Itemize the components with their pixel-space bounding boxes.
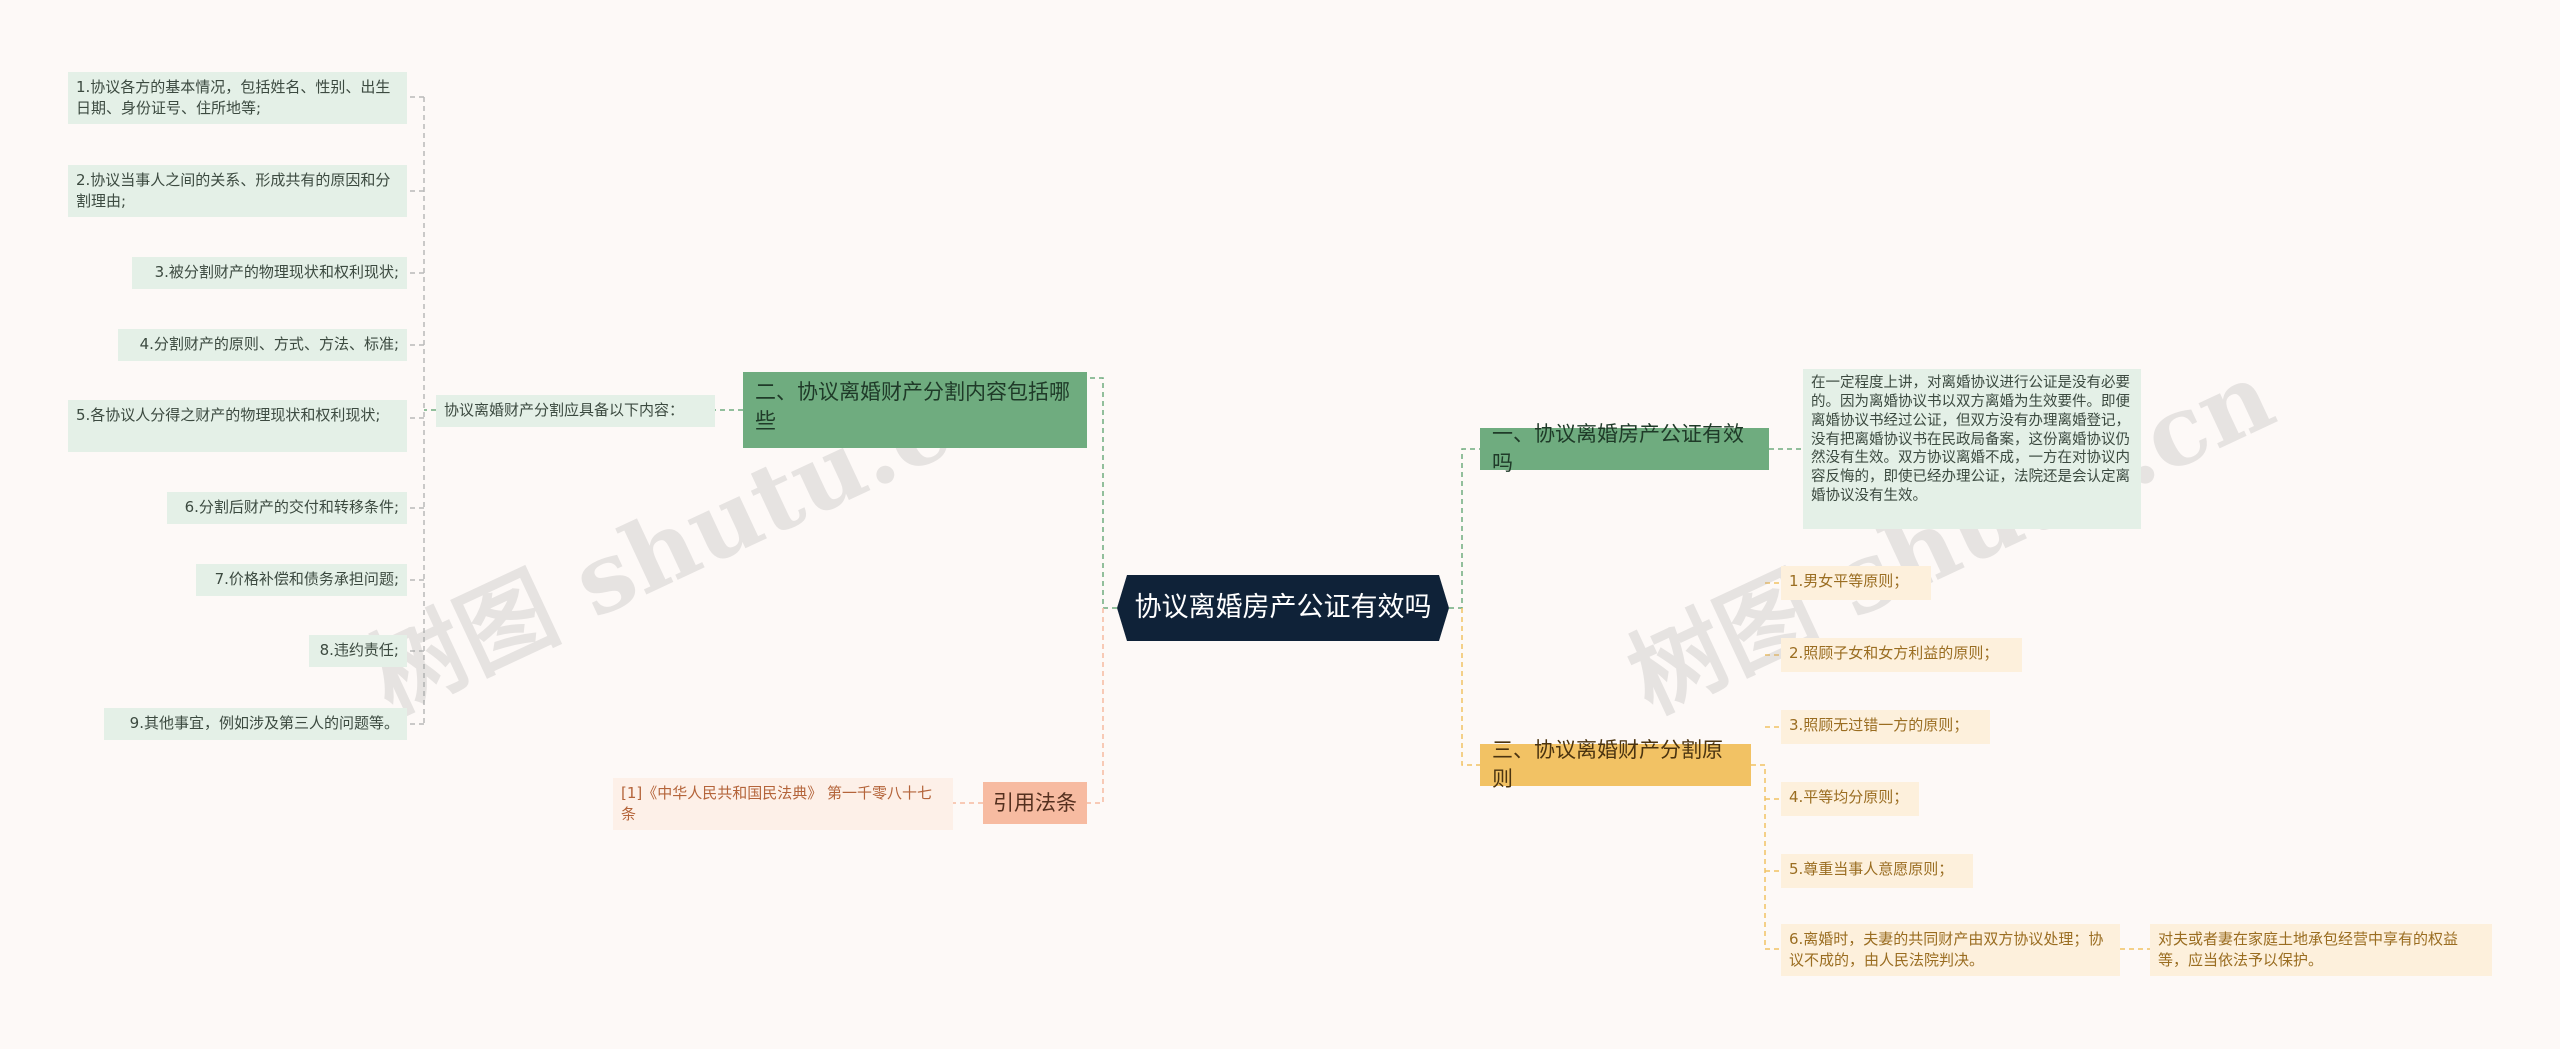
principle-item-6[interactable]: 6.离婚时，夫妻的共同财产由双方协议处理；协议不成的，由人民法院判决。 — [1781, 924, 2120, 976]
content-item-1[interactable]: 1.协议各方的基本情况，包括姓名、性别、出生日期、身份证号、住所地等; — [68, 72, 407, 124]
content-item-2[interactable]: 2.协议当事人之间的关系、形成共有的原因和分割理由; — [68, 165, 407, 217]
branch-law-title[interactable]: 引用法条 — [983, 782, 1087, 824]
principle-item-2[interactable]: 2.照顾子女和女方利益的原则； — [1781, 638, 2022, 672]
branch-one-title[interactable]: 一、协议离婚房产公证有效吗 — [1480, 422, 1769, 475]
content-item-7[interactable]: 7.价格补偿和债务承担问题; — [196, 564, 407, 596]
content-item-3[interactable]: 3.被分割财产的物理现状和权利现状; — [132, 257, 407, 289]
principle-item-1[interactable]: 1.男女平等原则； — [1781, 566, 1931, 600]
principle-item-3[interactable]: 3.照顾无过错一方的原则； — [1781, 710, 1990, 744]
content-item-9[interactable]: 9.其他事宜，例如涉及第三人的问题等。 — [104, 708, 407, 740]
branch-two-connector[interactable]: 协议离婚财产分割应具备以下内容： — [436, 395, 715, 427]
branch-one-detail[interactable]: 在一定程度上讲，对离婚协议进行公证是没有必要的。因为离婚协议书以双方离婚为生效要… — [1803, 369, 2141, 529]
content-item-6[interactable]: 6.分割后财产的交付和转移条件; — [167, 492, 407, 524]
branch-two-title[interactable]: 二、协议离婚财产分割内容包括哪些 — [743, 372, 1087, 448]
content-item-4[interactable]: 4.分割财产的原则、方式、方法、标准; — [118, 329, 407, 361]
content-item-5[interactable]: 5.各协议人分得之财产的物理现状和权利现状; — [68, 400, 407, 452]
root-topic[interactable]: 协议离婚房产公证有效吗 — [1117, 575, 1449, 641]
branch-three-title[interactable]: 三、协议离婚财产分割原则 — [1480, 738, 1751, 791]
law-citation[interactable]: [1]《中华人民共和国民法典》 第一千零八十七条 — [613, 778, 953, 830]
principle-item-6-detail[interactable]: 对夫或者妻在家庭土地承包经营中享有的权益等，应当依法予以保护。 — [2150, 924, 2492, 976]
principle-item-4[interactable]: 4.平等均分原则； — [1781, 782, 1919, 816]
principle-item-5[interactable]: 5.尊重当事人意愿原则； — [1781, 854, 1973, 888]
content-item-8[interactable]: 8.违约责任; — [309, 635, 407, 667]
